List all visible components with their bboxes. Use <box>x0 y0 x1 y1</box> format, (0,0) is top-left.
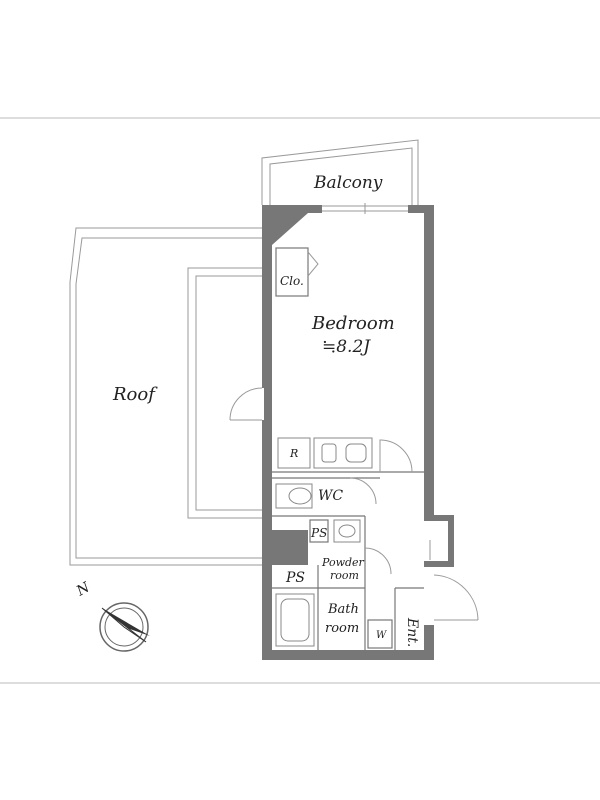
bedroom-label: Bedroom <box>311 313 395 334</box>
bath-room-label-line2: room <box>325 621 359 636</box>
exterior-walls <box>262 205 454 660</box>
washer-space <box>367 619 393 649</box>
roof-area <box>69 227 262 566</box>
bathtub <box>275 593 315 647</box>
entrance-door <box>429 540 479 621</box>
balcony-label: Balcony <box>313 173 383 193</box>
bedroom-size-label: ≒8.2J <box>322 337 371 357</box>
powder-room-basin <box>309 519 392 575</box>
closet-label: Clo. <box>280 274 304 288</box>
wc-fixtures <box>275 477 377 509</box>
north-compass-icon <box>99 602 150 652</box>
closet <box>275 247 319 297</box>
balcony-window <box>322 203 408 214</box>
ps-lower-label: PS <box>285 570 305 586</box>
interior-partitions <box>272 471 424 650</box>
entrance-label: Ent. <box>404 617 420 647</box>
roof-label: Roof <box>112 384 158 405</box>
refrigerator-label: R <box>289 447 298 460</box>
balcony-area <box>261 139 419 205</box>
ps-small-label: PS <box>310 526 327 540</box>
wc-label: WC <box>318 488 343 504</box>
powder-room-label-line2: room <box>330 569 359 582</box>
roof-door <box>229 387 264 421</box>
powder-room-label-line1: Powder <box>321 556 365 569</box>
kitchen-counter <box>277 437 413 473</box>
north-label: N <box>73 579 93 600</box>
bath-room-label-line1: Bath <box>327 602 359 617</box>
washer-label: W <box>376 630 387 641</box>
